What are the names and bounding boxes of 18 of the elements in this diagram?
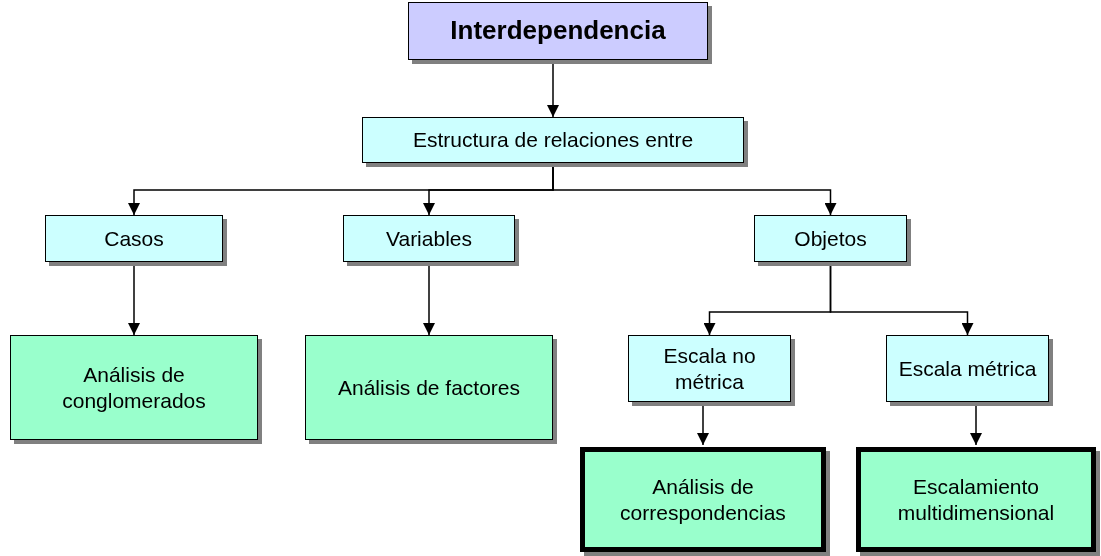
node-label: Análisis de factores	[337, 374, 521, 401]
node-label: Análisis de conglomerados	[61, 362, 207, 413]
node-label: Escala métrica	[898, 355, 1037, 382]
node-label: Análisis de correspondencias	[619, 474, 787, 525]
arrow	[697, 405, 709, 446]
arrow	[970, 405, 982, 446]
node-label: Variables	[386, 225, 472, 252]
arrow	[547, 63, 559, 118]
arrow	[128, 265, 140, 336]
arrow	[552, 166, 837, 216]
title-text: Interdependencia	[450, 15, 666, 47]
node-label: Escala no métrica	[662, 343, 757, 394]
arrow	[423, 265, 435, 336]
node-label: Casos	[104, 225, 164, 252]
node-label: Escalamiento multidimensional	[896, 474, 1056, 525]
node-label: Estructura de relaciones entre	[412, 127, 694, 153]
node-label: Objetos	[794, 225, 867, 252]
arrow	[829, 265, 974, 336]
